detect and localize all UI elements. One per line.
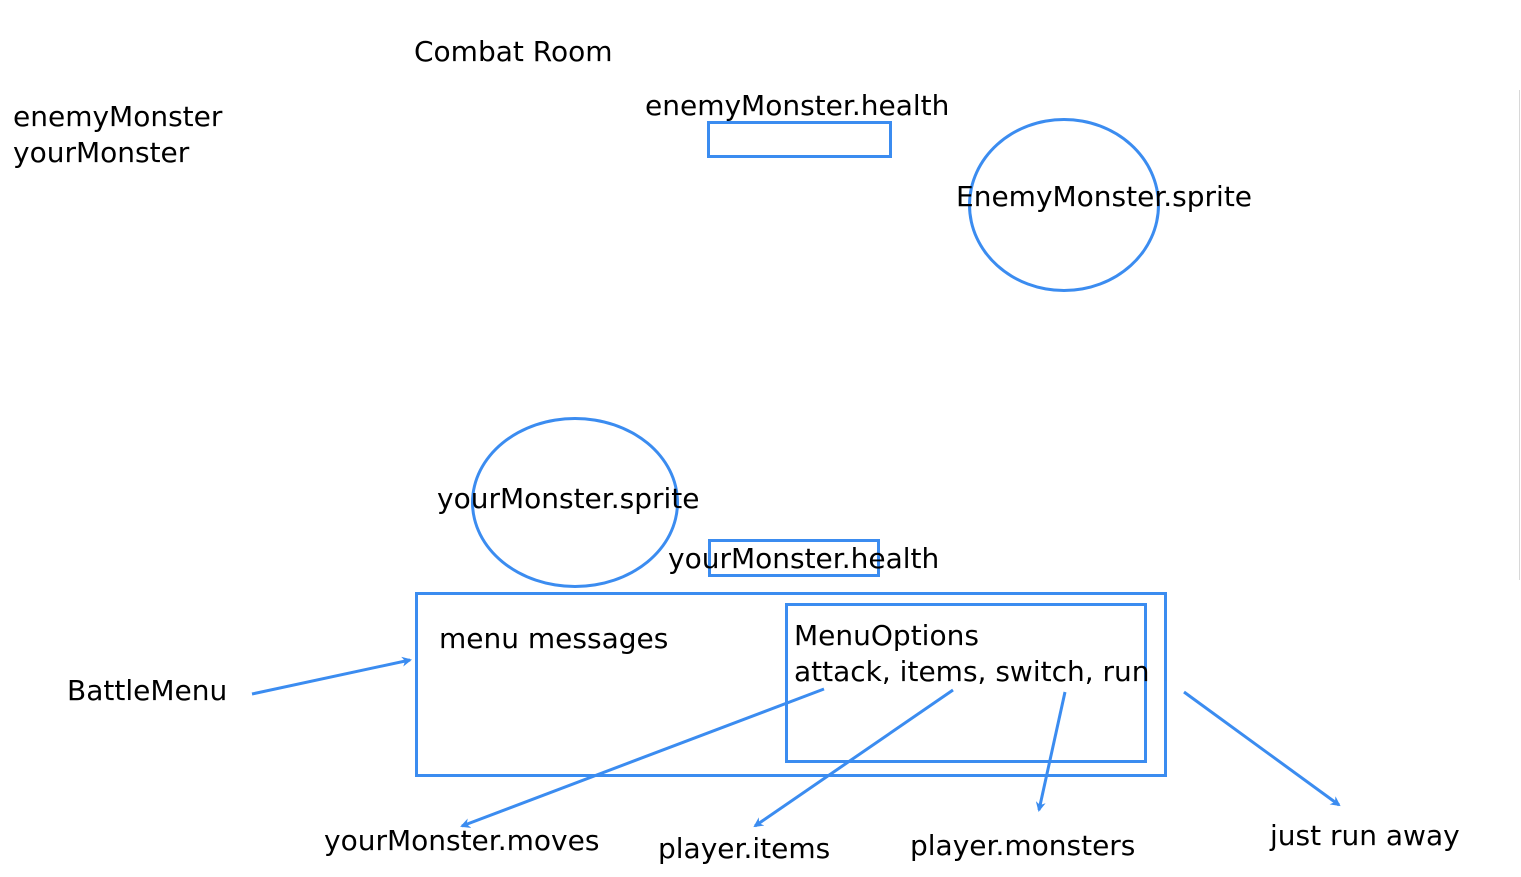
outcome-your-monster-moves: yourMonster.moves xyxy=(324,824,600,857)
run-arrow xyxy=(1183,690,1341,807)
variable-enemy-monster: enemyMonster xyxy=(13,100,223,133)
menu-options-box xyxy=(785,603,1147,763)
items-arrow xyxy=(753,688,954,828)
your-sprite-label: yourMonster.sprite xyxy=(437,482,700,515)
enemy-sprite-circle xyxy=(968,118,1160,292)
battle-menu-box xyxy=(415,592,1167,777)
battle-menu-label: BattleMenu xyxy=(67,674,228,707)
page-title: Combat Room xyxy=(414,35,613,68)
enemy-sprite-label: EnemyMonster.sprite xyxy=(956,180,1253,213)
your-health-bar xyxy=(708,539,880,577)
variable-your-monster: yourMonster xyxy=(13,136,190,169)
attack-arrow xyxy=(460,687,825,828)
your-sprite-circle xyxy=(471,417,679,588)
outcome-just-run-away: just run away xyxy=(1270,819,1460,852)
canvas-edge-divider xyxy=(1519,90,1520,580)
switch-arrow xyxy=(1035,691,1067,812)
outcome-player-items: player.items xyxy=(658,832,831,865)
battle-menu-arrow xyxy=(251,656,412,696)
menu-options-list: attack, items, switch, run xyxy=(794,655,1150,688)
enemy-health-label: enemyMonster.health xyxy=(645,89,950,122)
enemy-health-bar xyxy=(707,121,892,158)
menu-options-title: MenuOptions xyxy=(794,619,979,652)
outcome-player-monsters: player.monsters xyxy=(910,829,1136,862)
menu-messages-label: menu messages xyxy=(439,622,669,655)
your-health-label: yourMonster.health xyxy=(668,542,940,575)
